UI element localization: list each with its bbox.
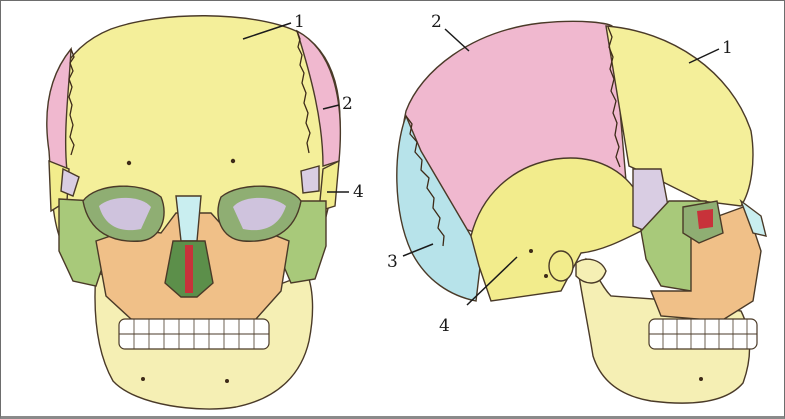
label-lateral-3: 3 [387, 252, 398, 272]
frontal-vomer [185, 245, 193, 293]
frontal-sphenoid-right [301, 166, 319, 193]
label-frontal-1: 1 [294, 12, 305, 32]
label-frontal-2: 2 [342, 94, 353, 114]
frontal-mental-foramen-left [141, 377, 145, 381]
label-lateral-2: 2 [431, 12, 442, 32]
frontal-supraorbital-foramen-left [127, 161, 131, 165]
label-frontal-4: 4 [353, 182, 364, 202]
lateral-view-skull [397, 21, 766, 403]
leader-lateral-2 [445, 29, 469, 51]
label-lateral-1: 1 [722, 38, 733, 58]
frontal-nasal-bone [176, 196, 201, 241]
frontal-view-skull [47, 16, 341, 409]
lateral-mastoid [549, 251, 573, 281]
lateral-orbit-red [697, 209, 713, 229]
label-lateral-4: 4 [439, 316, 450, 336]
frontal-supraorbital-foramen-right [231, 159, 235, 163]
lateral-foramen-2 [544, 274, 548, 278]
frontal-teeth [119, 319, 269, 349]
frontal-mental-foramen-right [225, 379, 229, 383]
lateral-foramen-1 [529, 249, 533, 253]
lateral-teeth [649, 319, 757, 349]
lateral-mental-foramen [699, 377, 703, 381]
lateral-styloid [576, 259, 606, 283]
